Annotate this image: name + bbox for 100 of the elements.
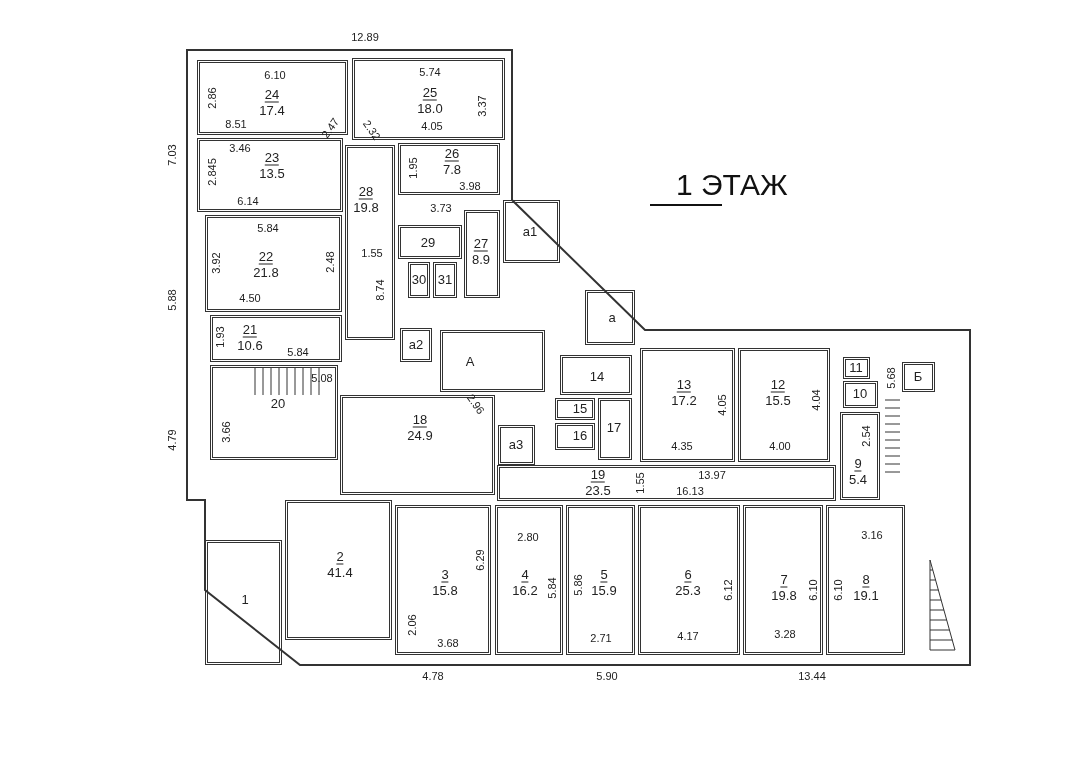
room-outline: [497, 465, 836, 501]
dimension-label: 2.48: [324, 251, 336, 273]
dimension-label: 2.71: [590, 632, 612, 644]
dimension-label: 5.68: [885, 367, 897, 389]
room-number: 28: [358, 184, 374, 200]
room-number: 23: [264, 150, 280, 166]
room-outline: [440, 330, 545, 392]
dimension-label: 7.03: [166, 144, 178, 166]
room-area: 8.9: [471, 253, 491, 267]
room-outline: [495, 505, 563, 655]
dimension-label: 4.35: [671, 440, 693, 452]
room-number: 14: [589, 370, 605, 384]
room-number: 30: [411, 273, 427, 287]
room-outline: [398, 225, 462, 259]
room-number: 1: [241, 593, 249, 607]
room-outline: [197, 138, 343, 212]
room-number: 18: [412, 412, 428, 428]
room-area: 19.8: [353, 201, 379, 215]
dimension-label: 12.89: [351, 31, 379, 43]
room-number: 15: [572, 402, 588, 416]
room-number: 24: [264, 87, 280, 103]
room-outline: [826, 505, 905, 655]
room-number: 29: [420, 236, 436, 250]
dimension-label: 3.66: [220, 421, 232, 443]
room-outline: [560, 355, 632, 395]
room-area: 23.5: [585, 484, 611, 498]
dimension-label: 4.05: [716, 394, 728, 416]
room-outline: [285, 500, 392, 640]
room-number: 25: [422, 85, 438, 101]
room-area: 7.8: [442, 163, 462, 177]
dimension-label: 2.845: [206, 158, 218, 186]
room-outline: [638, 505, 740, 655]
room-number: 13: [676, 377, 692, 393]
room-number: а2: [408, 338, 424, 352]
dimension-label: 4.04: [810, 389, 822, 411]
room-area: 17.2: [671, 394, 697, 408]
room-number: 19: [590, 467, 606, 483]
room-area: 10.6: [237, 339, 263, 353]
room-number: 12: [770, 377, 786, 393]
room-outline: [640, 348, 735, 462]
room-number: 2: [336, 549, 344, 565]
room-outline: [598, 398, 632, 460]
room-area: 16.2: [512, 584, 538, 598]
room-outline: [210, 365, 338, 460]
room-outline: [566, 505, 635, 655]
dimension-label: 2.86: [206, 87, 218, 109]
room-number: 27: [473, 236, 489, 252]
room-number: 8: [862, 572, 870, 588]
dimension-label: 1.55: [361, 247, 383, 259]
room-outline: [433, 262, 457, 298]
room-area: 15.9: [591, 584, 617, 598]
dimension-label: 3.16: [861, 529, 883, 541]
floor-title: 1 ЭТАЖ: [676, 168, 788, 202]
room-outline: [498, 425, 535, 465]
dimension-label: 4.78: [422, 670, 444, 682]
room-outline: [398, 143, 500, 195]
dimension-label: 2.80: [517, 531, 539, 543]
dimension-label: 5.74: [419, 66, 441, 78]
room-area: 15.8: [432, 584, 458, 598]
room-number: 7: [780, 572, 788, 588]
dimension-label: 3.68: [437, 637, 459, 649]
room-number: а1: [522, 225, 538, 239]
room-area: 21.8: [253, 266, 279, 280]
room-number: 3: [441, 567, 449, 583]
dimension-label: 4.00: [769, 440, 791, 452]
dimension-label: 3.46: [229, 142, 251, 154]
dimension-label: 5.88: [166, 289, 178, 311]
dimension-label: 6.10: [807, 579, 819, 601]
dimension-label: 4.50: [239, 292, 261, 304]
room-number: 11: [849, 361, 863, 375]
dimension-label: 6.10: [264, 69, 286, 81]
room-outline: [464, 210, 500, 298]
room-outline: [743, 505, 823, 655]
room-outline: [352, 58, 505, 140]
room-number: 22: [258, 249, 274, 265]
dimension-label: 1.95: [407, 157, 419, 179]
room-outline: [205, 215, 342, 312]
dimension-label: 4.17: [677, 630, 699, 642]
room-number: 4: [521, 567, 529, 583]
dimension-label: 4.05: [421, 120, 443, 132]
room-outline: [205, 540, 282, 665]
room-area: 5.4: [848, 473, 868, 487]
room-outline: [840, 412, 880, 500]
room-area: 41.4: [327, 566, 353, 580]
room-outline: [843, 357, 870, 379]
dimension-label: 16.13: [676, 485, 704, 497]
room-number: 10: [852, 387, 868, 401]
room-area: 13.5: [259, 167, 285, 181]
room-number: 9: [854, 456, 862, 472]
room-outline: [738, 348, 830, 462]
room-number: 6: [684, 567, 692, 583]
dimension-label: 3.28: [774, 628, 796, 640]
dimension-label: 1.55: [634, 472, 646, 494]
room-number: 5: [600, 567, 608, 583]
dimension-label: 8.74: [374, 279, 386, 301]
room-area: 19.1: [853, 589, 879, 603]
room-number: 31: [437, 273, 453, 287]
room-outline: [395, 505, 491, 655]
room-outline: [340, 395, 495, 495]
room-area: 15.5: [765, 394, 791, 408]
